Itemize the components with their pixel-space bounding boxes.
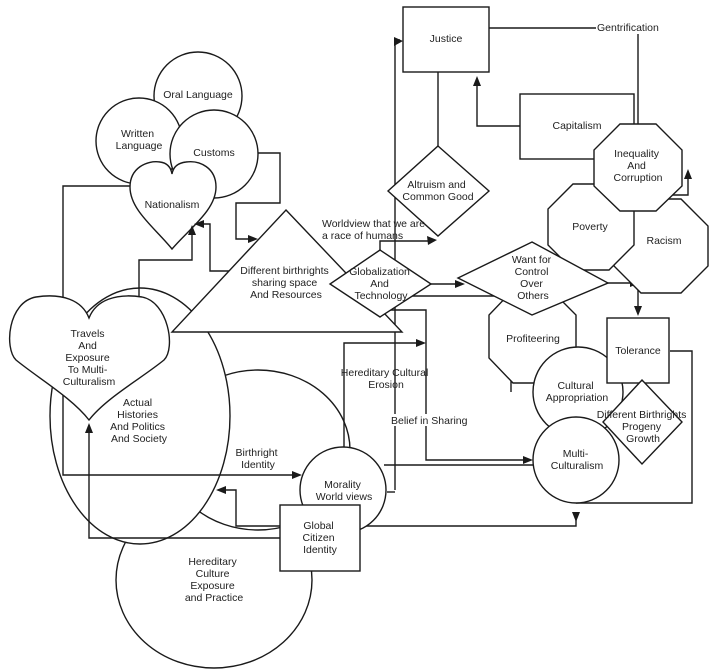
label-cultural-appropriation: Cultural Appropriation xyxy=(546,380,609,404)
label-tolerance: Tolerance xyxy=(615,345,661,357)
node-want-for-control[interactable] xyxy=(456,241,610,316)
arrowhead xyxy=(85,423,93,433)
label-altruism: Altruism and Common Good xyxy=(402,179,473,203)
connector-customs-to-birthrights xyxy=(235,152,281,240)
labels: Oral Language Written Language Customs N… xyxy=(63,21,690,604)
label-want-for-control: Want for Control Over Others xyxy=(512,254,554,302)
label-capitalism: Capitalism xyxy=(552,120,601,132)
label-global-citizen: Global Citizen Identity xyxy=(302,520,337,556)
label-profiteering: Profiteering xyxy=(506,333,560,345)
arrowhead xyxy=(248,235,258,243)
arrowhead xyxy=(188,225,196,235)
label-nationalism: Nationalism xyxy=(145,199,200,211)
arrowhead xyxy=(634,306,642,316)
node-different-birthrights-sharing[interactable] xyxy=(170,208,404,333)
connector-travels-to-nationalism xyxy=(138,232,193,297)
connector-global-to-histories xyxy=(222,489,280,527)
edge-label-worldview: Worldview that we are a race of humans xyxy=(322,218,428,242)
arrowhead xyxy=(572,512,580,522)
label-oral-language: Oral Language xyxy=(163,89,233,101)
connector-capitalism-to-justice xyxy=(476,82,520,127)
connector-globalization-to-altruism xyxy=(379,240,430,250)
label-justice: Justice xyxy=(430,33,463,45)
connector-global-to-multiculturalism xyxy=(360,516,577,527)
node-tolerance[interactable] xyxy=(606,317,670,384)
connector-global-to-travels xyxy=(88,430,280,539)
label-inequality: Inequality And Corruption xyxy=(613,148,662,184)
label-globalization: Globalization And Technology xyxy=(349,266,413,302)
node-multiculturalism[interactable] xyxy=(532,416,620,504)
arrowhead xyxy=(523,456,533,464)
label-different-birthrights-sharing: Different birthrights sharing space And … xyxy=(240,265,331,301)
label-different-birthrights-progeny: Different Birthrights Progeny Growth xyxy=(597,409,690,445)
node-justice[interactable] xyxy=(402,6,490,73)
edge-label-gentrification: Gentrification xyxy=(597,22,659,34)
arrowhead xyxy=(394,37,403,46)
arrowhead xyxy=(455,280,465,288)
edge-label-bg xyxy=(597,21,655,34)
edge-label-hereditary-erosion: Hereditary Cultural Erosion xyxy=(341,367,431,391)
connector-globalization-to-multiculturalism xyxy=(390,309,526,461)
connector-birthrights-to-nationalism xyxy=(200,223,230,272)
label-actual-histories: Actual Histories And Politics And Societ… xyxy=(110,397,168,445)
node-globalization[interactable] xyxy=(328,249,433,318)
connector-hereditary-erosion xyxy=(343,342,420,448)
edge-label-bg xyxy=(390,414,462,426)
label-hereditary-culture: Hereditary Culture Exposure and Practice xyxy=(185,556,244,604)
edge-label-belief-sharing: Belief in Sharing xyxy=(391,415,468,427)
label-customs: Customs xyxy=(193,147,234,159)
connector-tolerance-loop xyxy=(576,350,693,504)
arrowhead xyxy=(194,220,204,228)
node-global-citizen[interactable] xyxy=(279,504,361,572)
label-racism: Racism xyxy=(646,235,681,247)
label-poverty: Poverty xyxy=(572,221,608,233)
node-altruism[interactable] xyxy=(386,145,491,237)
arrowhead xyxy=(292,471,302,479)
label-written-language: Written Language xyxy=(116,128,163,152)
arrowhead xyxy=(427,236,437,245)
label-morality: Morality World views xyxy=(316,479,372,503)
arrowhead xyxy=(473,76,481,86)
label-multiculturalism: Multi- Culturalism xyxy=(551,448,604,472)
node-travels-exposure[interactable] xyxy=(9,295,171,422)
node-different-birthrights-progeny[interactable] xyxy=(602,378,683,466)
node-nationalism[interactable] xyxy=(129,161,217,251)
label-travels-exposure: Travels And Exposure To Multi- Culturali… xyxy=(63,328,116,388)
label-birthright-identity: Birthright Identity xyxy=(236,447,281,471)
arrowhead xyxy=(416,339,426,347)
arrowhead xyxy=(684,169,692,179)
node-inequality[interactable] xyxy=(593,123,683,212)
arrowhead xyxy=(216,486,226,494)
